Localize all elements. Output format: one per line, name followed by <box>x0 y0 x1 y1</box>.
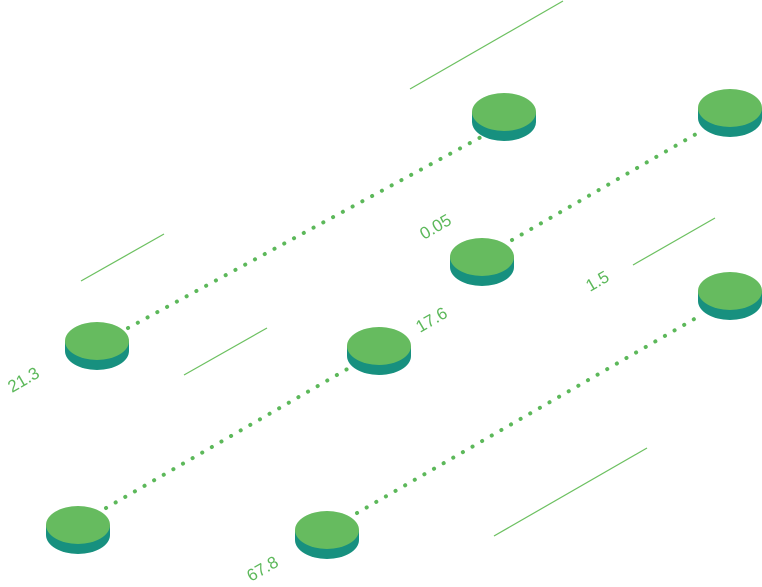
deco-line <box>80 233 165 282</box>
label-1-5: 1.5 <box>583 267 613 295</box>
nodes <box>46 89 762 559</box>
label-67-8: 67.8 <box>244 552 282 585</box>
node-top <box>450 238 514 276</box>
node-top <box>347 327 411 365</box>
node-0-05 <box>450 238 514 286</box>
label-17-6: 17.6 <box>413 303 451 336</box>
node-top <box>698 272 762 310</box>
node-right-middle <box>698 272 762 320</box>
node-top-right <box>698 89 762 137</box>
connector-21-3-to-top <box>126 134 485 330</box>
node-top <box>698 89 762 127</box>
node-top <box>65 322 129 360</box>
node-top-center <box>472 93 536 141</box>
deco-line <box>409 0 564 90</box>
label-21-3: 21.3 <box>5 363 43 396</box>
node-top <box>46 506 110 544</box>
connector-67-8-to-right <box>355 312 705 515</box>
decorative-lines <box>80 0 716 537</box>
node-17-6 <box>347 327 411 375</box>
node-67-8 <box>295 511 359 559</box>
deco-line <box>183 327 268 376</box>
label-0-05: 0.05 <box>417 210 455 243</box>
dotted-connectors <box>104 128 705 515</box>
node-top <box>295 511 359 549</box>
connector-0-05-to-right <box>510 128 705 242</box>
deco-line <box>632 217 716 266</box>
deco-line <box>493 447 648 537</box>
connector-bottom-left-to-17-6 <box>104 366 351 510</box>
node-top <box>472 93 536 131</box>
node-21-3 <box>65 322 129 370</box>
node-bottom-left <box>46 506 110 554</box>
